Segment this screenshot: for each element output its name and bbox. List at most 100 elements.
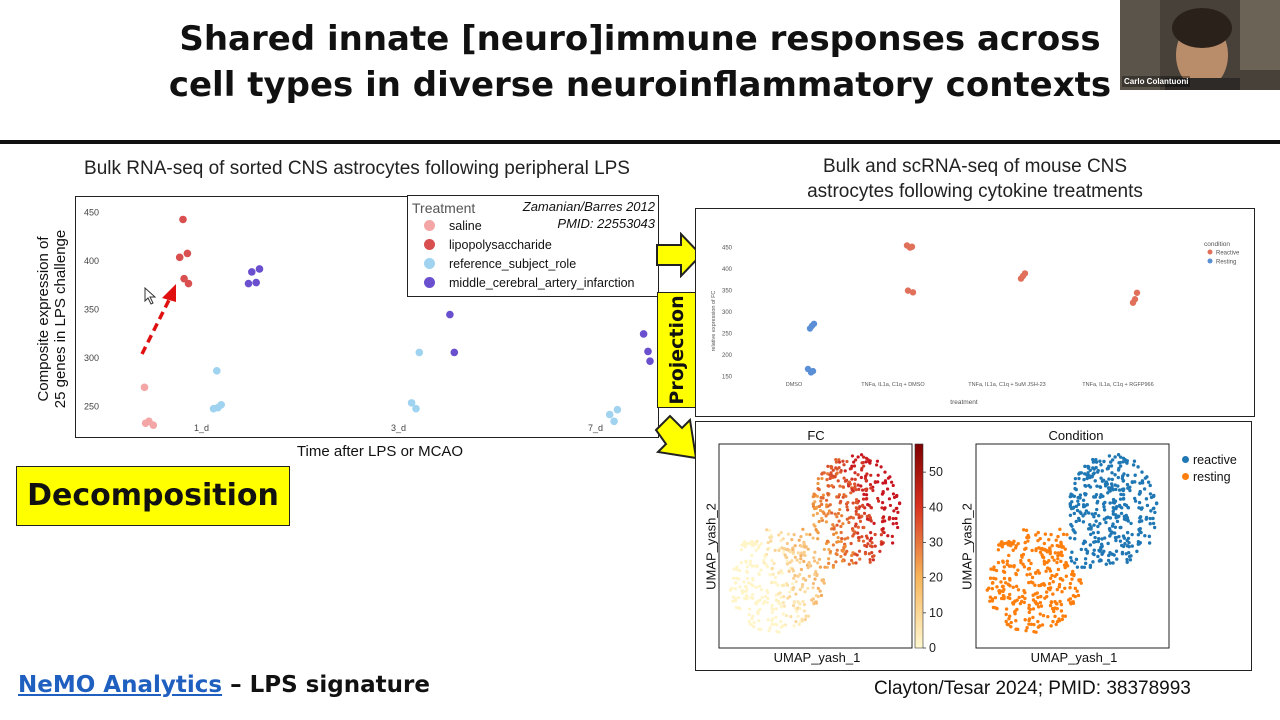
umap-cond-point xyxy=(1069,559,1074,563)
umap-cond-point xyxy=(1014,544,1018,548)
umap-cond-point xyxy=(1100,537,1104,541)
umap-cond-point xyxy=(1036,619,1040,624)
umap-cond-point xyxy=(1073,586,1078,591)
umap-fc-point xyxy=(731,576,736,580)
umap-fc-point xyxy=(779,605,784,609)
umap-fc-point xyxy=(857,538,861,543)
umap-fc-point xyxy=(863,552,868,556)
yellow-arrow-down-right-icon xyxy=(654,414,698,460)
umap-cond-point xyxy=(1121,496,1126,501)
umap-fc-point xyxy=(896,510,900,514)
umap-fc-point xyxy=(876,499,881,503)
umap-fc-point xyxy=(813,524,817,528)
umap-fc-point xyxy=(891,522,895,526)
umap-fc-point xyxy=(870,554,875,559)
umap-cond-point xyxy=(1139,519,1144,523)
nemo-analytics-link[interactable]: NeMO Analytics xyxy=(18,672,223,698)
umap-cond-point xyxy=(1048,569,1053,573)
umap-fc-point xyxy=(822,547,826,552)
umap-fc-point xyxy=(779,539,783,543)
umap-cond-point xyxy=(1108,561,1112,565)
umap-fc-point xyxy=(796,551,800,555)
umap-fc-point xyxy=(849,491,853,495)
bulk-legend-label-reactive: Reactive xyxy=(1216,251,1240,257)
lps-point-reference_subject_role xyxy=(412,404,420,413)
umap-cond-point xyxy=(1027,610,1031,615)
umap-cond-point xyxy=(1074,557,1079,562)
umap-colorbar-tick: 0 xyxy=(929,641,936,655)
umap-fc-point xyxy=(880,506,884,510)
umap-fc-point xyxy=(865,517,870,521)
umap-fc-point xyxy=(748,559,752,563)
umap-fc-point xyxy=(887,515,892,520)
umap-cond-point xyxy=(1068,513,1073,517)
umap-fc-point xyxy=(891,516,895,521)
umap-cond-point xyxy=(1041,613,1046,618)
umap-fc-point xyxy=(837,460,842,464)
umap-fc-point xyxy=(743,584,748,589)
umap-fc-point xyxy=(806,566,810,570)
umap-fc-point xyxy=(854,506,858,510)
umap-fc-point xyxy=(781,583,786,588)
umap-cond-point xyxy=(1014,619,1018,623)
umap-cond-point xyxy=(1063,547,1067,551)
umap-fc-point xyxy=(740,543,744,547)
umap-fc-point xyxy=(812,556,816,560)
umap-cond-point xyxy=(1127,541,1131,545)
umap-fc-point xyxy=(834,460,839,464)
umap-fc-point xyxy=(861,497,866,501)
umap-cond-point xyxy=(1081,503,1086,507)
umap-fc-point xyxy=(816,481,820,486)
umap-cond-point xyxy=(1074,487,1078,492)
umap-cond-point xyxy=(1103,536,1107,540)
bulk-point-reactive xyxy=(904,287,912,294)
umap-fc-point xyxy=(862,525,866,530)
projection-label-text: Projection xyxy=(666,295,688,405)
umap-fc-point xyxy=(733,597,738,601)
umap-fc-point xyxy=(816,586,820,590)
umap-cond-point xyxy=(1099,463,1103,467)
umap-fc-point xyxy=(859,468,864,472)
umap-cond-point xyxy=(1143,534,1147,538)
umap-fc-point xyxy=(869,486,873,490)
umap-fc-point xyxy=(868,483,873,487)
umap-fc-point xyxy=(781,612,785,616)
umap-fc-point xyxy=(770,558,774,563)
umap-cond-point xyxy=(1059,602,1064,607)
umap-cond-point xyxy=(1133,496,1137,501)
umap-fc-point xyxy=(883,470,887,474)
umap-cond-point xyxy=(1032,629,1036,634)
umap-cond-point xyxy=(1072,561,1077,565)
umap-cond-point xyxy=(1024,628,1028,633)
umap-cond-point xyxy=(1069,572,1074,577)
umap-fc-point xyxy=(766,596,770,601)
umap-fc-point xyxy=(767,629,771,633)
umap-fc-point xyxy=(796,600,800,604)
umap-cond-point xyxy=(1121,460,1125,464)
umap-cond-point xyxy=(1058,599,1062,604)
umap-fc-point xyxy=(854,522,858,526)
umap-cond-point xyxy=(1102,459,1106,464)
umap-cond-point xyxy=(1042,547,1047,552)
footer-source: NeMO Analytics – LPS signature xyxy=(18,672,430,698)
lps-point-middle_cerebral_artery_infarction xyxy=(639,330,648,338)
umap-cond-point xyxy=(1031,607,1036,611)
presenter-video[interactable]: Carlo Colantuoni xyxy=(1120,0,1280,90)
umap-cond-point xyxy=(1111,512,1116,516)
umap-cond-point xyxy=(1117,534,1121,539)
umap-fc-point xyxy=(774,615,778,619)
lps-point-middle_cerebral_artery_infarction xyxy=(248,268,256,276)
umap-fc-point xyxy=(864,456,869,460)
umap-cond-point xyxy=(1092,495,1096,499)
umap-cond-point xyxy=(1068,581,1073,586)
umap-fc-point xyxy=(782,595,786,599)
legend-item-lps: lipopolysaccharide xyxy=(424,238,552,252)
umap-fc-point xyxy=(785,559,789,563)
umap-fc-point xyxy=(865,472,869,476)
umap-fc-point xyxy=(776,592,780,596)
umap-fc-point xyxy=(834,472,838,476)
umap-fc-point xyxy=(798,560,802,565)
umap-cond-point xyxy=(1004,581,1008,585)
umap-fc-point xyxy=(864,460,868,464)
lps-y-tick: 350 xyxy=(84,305,99,315)
